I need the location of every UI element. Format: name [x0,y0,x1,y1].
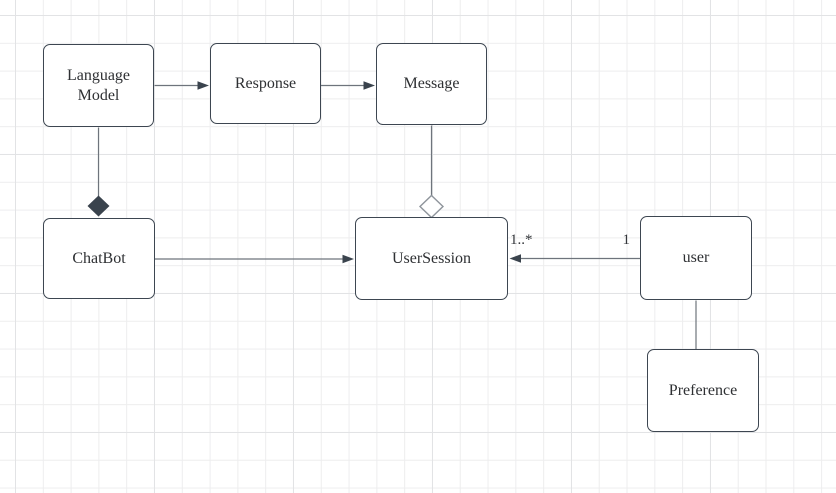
node-label: Preference [668,381,738,399]
arrowhead-icon [342,254,354,264]
node-preference[interactable]: Preference [647,349,759,432]
node-chatbot[interactable]: ChatBot [43,218,155,299]
node-label: user [682,249,710,266]
multiplicity-label-source: 1 [622,232,631,248]
arrowhead-icon [363,81,375,90]
edge-languagemodel-chatbot-composition[interactable] [87,127,110,217]
edge-chatbot-usersession[interactable] [155,254,354,264]
edge-languagemodel-response[interactable] [154,81,210,90]
node-label: Language Model [66,66,131,104]
node-label: Response [234,74,297,92]
filled-diamond-icon [87,195,110,217]
node-label: UserSession [391,249,472,267]
edge-user-usersession[interactable] [509,254,641,263]
node-label: ChatBot [72,249,126,267]
node-message[interactable]: Message [376,43,487,125]
edge-message-usersession-aggregation[interactable] [418,125,445,219]
arrowhead-icon [197,81,209,90]
arrowhead-icon [509,254,521,263]
hollow-diamond-icon [418,194,445,219]
node-usersession[interactable]: UserSession [355,217,508,300]
node-user[interactable]: user [640,216,752,300]
edge-response-message[interactable] [321,81,375,90]
node-language-model[interactable]: Language Model [43,44,154,127]
multiplicity-label-target: 1..* [510,232,533,248]
node-label: Message [403,75,460,92]
node-response[interactable]: Response [210,43,321,124]
